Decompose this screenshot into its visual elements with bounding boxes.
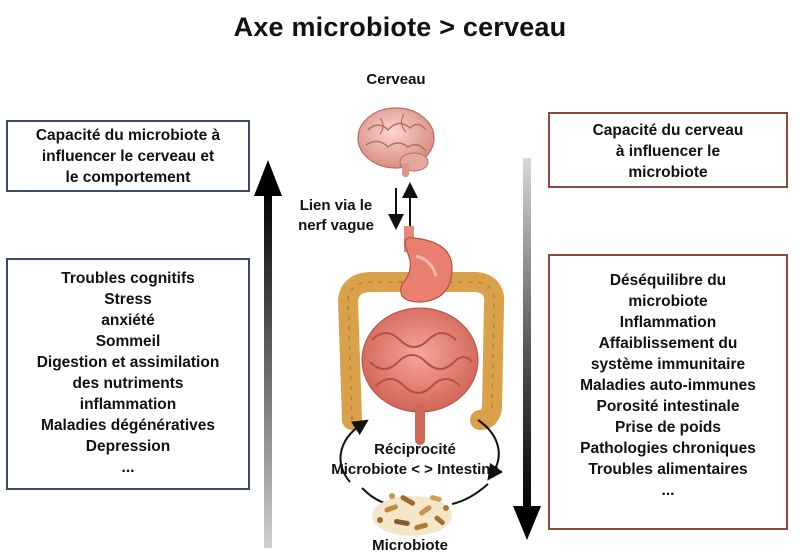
right-effect-item: microbiote: [628, 293, 708, 310]
reciprocity-label: Réciprocité Microbiote < > Intestins: [300, 440, 530, 480]
microbiota-illustration: [372, 493, 452, 536]
brain-label: Cerveau: [366, 71, 426, 88]
right-header-line: à influencer le: [615, 143, 721, 160]
vagus-nerve-arrows: [388, 182, 418, 230]
reciprocity-label-line: Microbiote < > Intestins: [331, 461, 499, 478]
right-effect-item: Affaiblissement du: [598, 335, 738, 352]
right-downward-arrow: [513, 158, 541, 540]
right-effect-item: Troubles alimentaires: [588, 461, 748, 478]
left-effect-item: des nutriments: [72, 375, 184, 392]
right-effects-box: Déséquilibre du microbiote Inflammation …: [548, 254, 788, 530]
microbiota-label: Microbiote: [372, 537, 448, 554]
left-effect-item: anxiété: [101, 312, 155, 329]
right-header-box: Capacité du cerveau à influencer le micr…: [548, 112, 788, 188]
left-effect-item: Digestion et assimilation: [36, 354, 220, 371]
right-header-line: microbiote: [628, 164, 708, 181]
left-effects-box: Troubles cognitifs Stress anxiété Sommei…: [6, 258, 250, 490]
left-effect-item: ...: [121, 459, 135, 476]
right-effect-item: Porosité intestinale: [596, 398, 740, 415]
brain-illustration: [357, 107, 435, 177]
diagram-title: Axe microbiote > cerveau: [233, 12, 567, 42]
left-effect-item: Maladies dégénératives: [40, 417, 216, 434]
left-header-box: Capacité du microbiote à influencer le c…: [6, 120, 250, 192]
reciprocity-label-line: Réciprocité: [374, 441, 456, 458]
left-effect-item: Troubles cognitifs: [61, 270, 195, 287]
left-effect-item: Stress: [104, 291, 152, 308]
left-effect-item: Depression: [85, 438, 171, 455]
left-header-line: le comportement: [65, 169, 191, 186]
right-effect-item: Prise de poids: [615, 419, 721, 436]
left-effect-item: inflammation: [79, 396, 177, 413]
right-effect-item: Pathologies chroniques: [580, 440, 756, 457]
right-effect-item: Déséquilibre du: [609, 272, 727, 289]
left-header-line: influencer le cerveau et: [41, 148, 215, 165]
right-effect-item: Maladies auto-immunes: [580, 377, 756, 394]
left-upward-arrow: [254, 160, 282, 548]
vagus-label-line: nerf vague: [298, 217, 374, 234]
digestive-system-illustration: [337, 226, 505, 445]
left-header-line: Capacité du microbiote à: [35, 127, 221, 144]
right-header-line: Capacité du cerveau: [592, 122, 744, 139]
vagus-label-line: Lien via le: [299, 197, 373, 214]
left-effect-item: Sommeil: [95, 333, 161, 350]
right-effect-item: système immunitaire: [590, 356, 746, 373]
right-effect-item: Inflammation: [619, 314, 717, 331]
vagus-nerve-label: Lien via le nerf vague: [286, 196, 386, 236]
right-effect-item: ...: [661, 482, 675, 499]
